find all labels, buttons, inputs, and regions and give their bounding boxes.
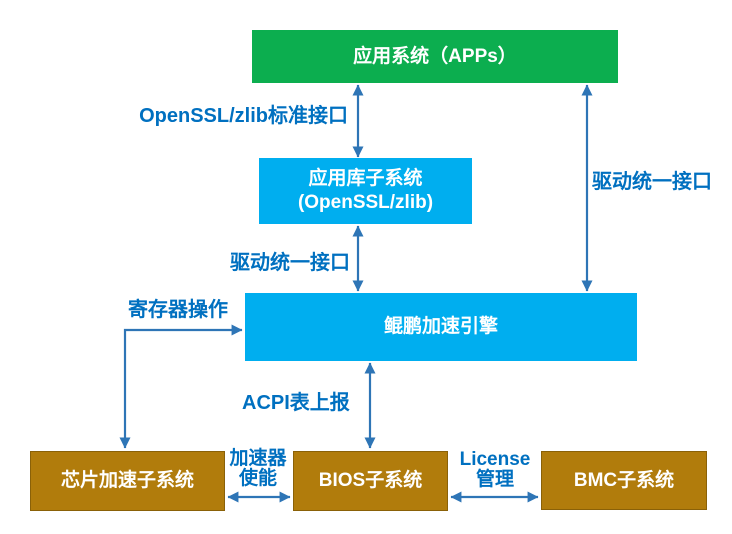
bios-box: BIOS子系统 [293,451,448,511]
bios-box-label: BIOS子系统 [318,470,423,491]
label-accel-enable: 加速器 使能 [222,449,294,489]
label-license-mgmt: License 管理 [450,450,540,490]
bmc-box: BMC子系统 [541,451,707,510]
label-accel-enable-line1: 加速器 [229,448,287,469]
label-openssl-api: OpenSSL/zlib标准接口 [139,105,348,127]
label-register-ops: 寄存器操作 [128,299,228,321]
label-acpi-report: ACPI表上报 [242,392,350,414]
label-driver-api-middle: 驱动统一接口 [230,252,350,274]
bmc-box-label: BMC子系统 [573,469,675,491]
arrow-register-ops [119,324,243,449]
applib-box: 应用库子系统 (OpenSSL/zlib) [259,158,472,224]
engine-box-label: 鲲鹏加速引擎 [383,316,498,337]
chip-box: 芯片加速子系统 [30,451,225,511]
apps-box-label: 应用系统（APPs） [353,45,517,67]
applib-box-label-line1: 应用库子系统 [308,168,423,189]
label-accel-enable-line2: 使能 [238,468,277,489]
label-driver-api-right: 驱动统一接口 [592,171,712,193]
label-license-mgmt-line2: 管理 [475,469,514,490]
chip-box-label: 芯片加速子系统 [60,470,194,491]
applib-box-label-line2: (OpenSSL/zlib) [297,192,434,213]
apps-box: 应用系统（APPs） [252,30,618,83]
label-license-mgmt-line1: License [459,449,531,470]
engine-box: 鲲鹏加速引擎 [245,293,637,361]
